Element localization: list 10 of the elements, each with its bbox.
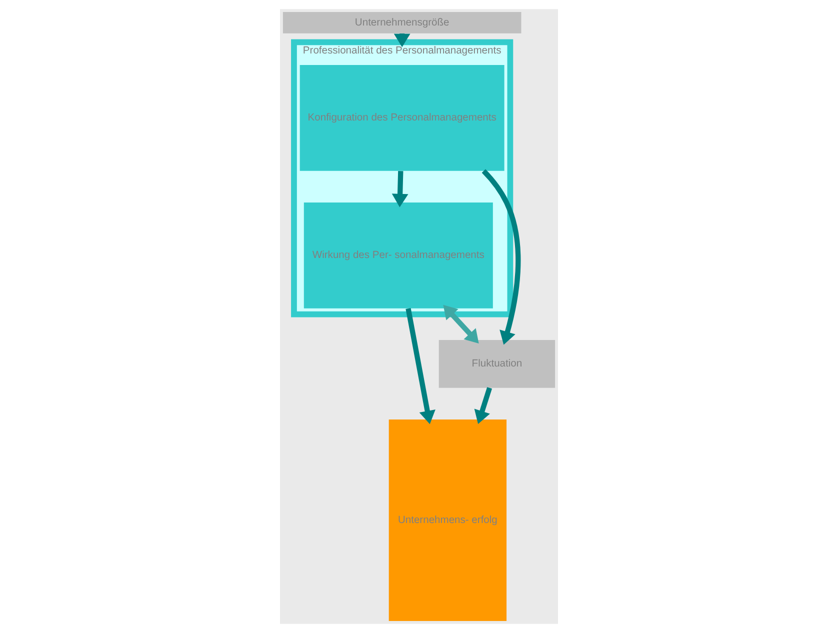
- arrow: [481, 169, 520, 345]
- arrow: [442, 304, 478, 344]
- node-box: Unternehmens- erfolg: [388, 419, 506, 621]
- arrow: [391, 171, 408, 208]
- arrow: [474, 387, 492, 424]
- node-box: Unternehmensgröße: [282, 12, 521, 34]
- node-box: Konfiguration des Personalmanagements: [299, 64, 504, 171]
- node-box: Fluktuation: [438, 340, 555, 388]
- node-box: Wirkung des Per- sonalmanagements: [303, 202, 492, 308]
- arrow: [405, 308, 435, 424]
